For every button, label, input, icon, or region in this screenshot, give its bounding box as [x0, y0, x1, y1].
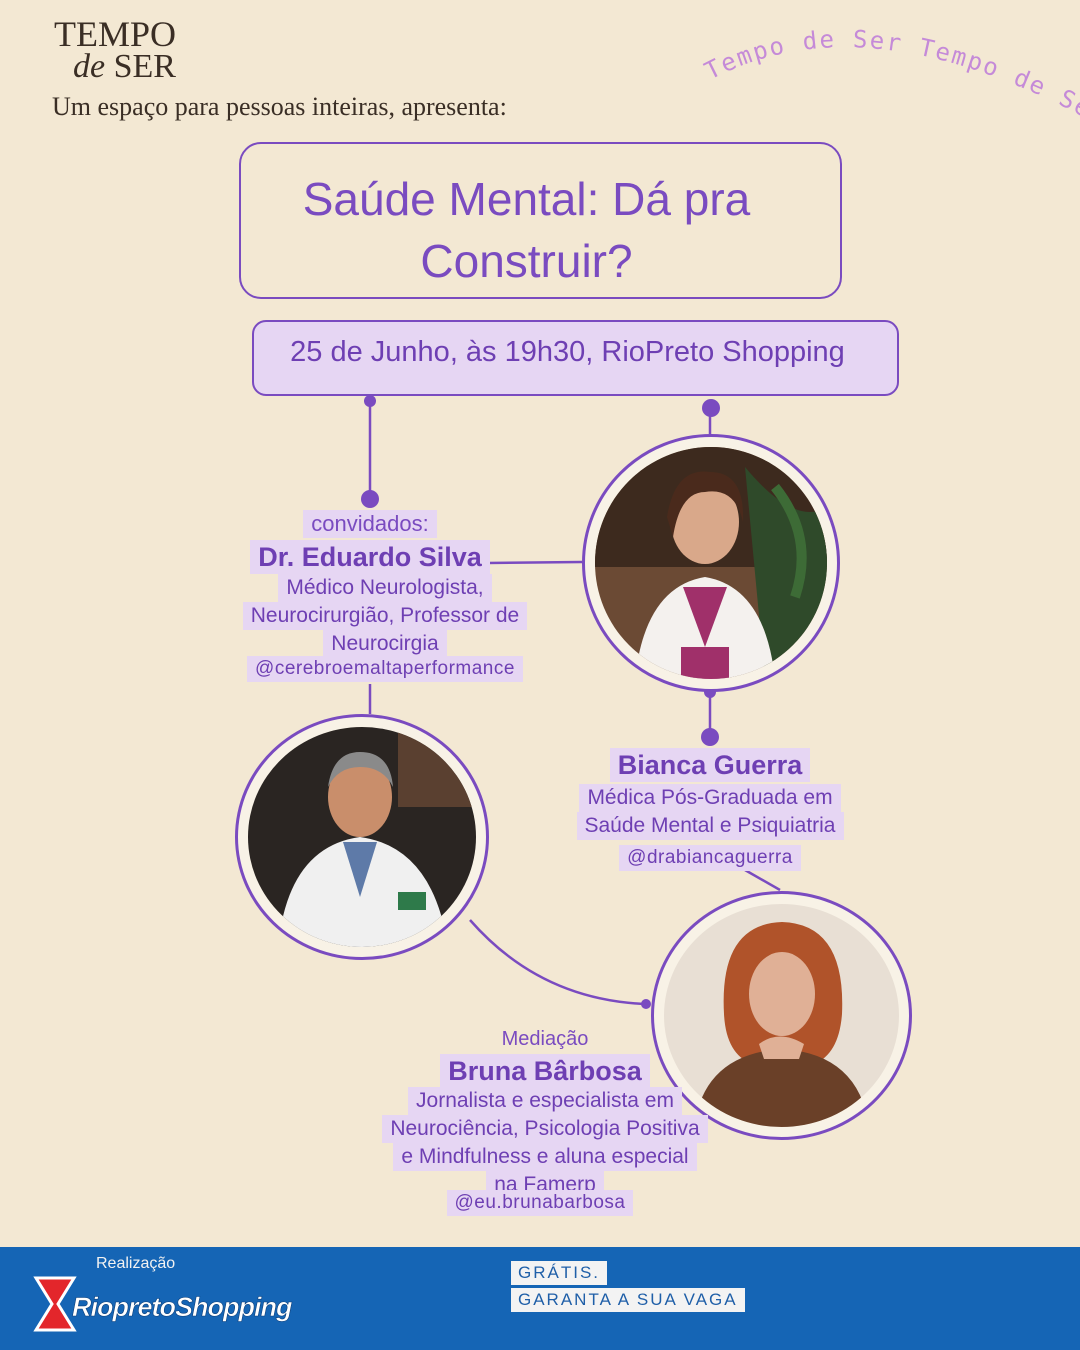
mediation-label-wrap: Mediação	[400, 1026, 690, 1052]
desc-line: e Mindfulness e aluna especial	[393, 1143, 697, 1171]
guest-bianca-name: Bianca Guerra	[609, 748, 811, 782]
guest-bianca-handle[interactable]: @drabiancaguerra	[619, 845, 801, 871]
desc-line: Jornalista e especialista em	[408, 1087, 682, 1115]
connector-dot	[361, 490, 379, 508]
svg-text:RiopretoShopping: RiopretoShopping	[72, 1292, 293, 1322]
mediation-name-wrap: Bruna Bârbosa	[380, 1054, 710, 1088]
connector-dot	[702, 399, 720, 417]
guest-bianca-name-wrap: Bianca Guerra	[540, 748, 880, 782]
guest-eduardo-block: convidados:	[205, 510, 535, 538]
cta-garanta-vaga: GARANTA A SUA VAGA	[511, 1288, 745, 1312]
logo-tempo: TEMPO	[54, 14, 177, 54]
guest-eduardo-name-wrap: Dr. Eduardo Silva	[205, 540, 535, 574]
desc-line: Neurociência, Psicologia Positiva	[382, 1115, 708, 1143]
mediation-name: Bruna Bârbosa	[440, 1054, 650, 1088]
guest-bianca-desc: Médica Pós-Graduada em Saúde Mental e Ps…	[530, 784, 890, 840]
desc-line: Saúde Mental e Psiquiatria	[576, 812, 844, 840]
riopreto-shopping-logo[interactable]: RiopretoShopping	[32, 1274, 322, 1334]
mediation-desc: Jornalista e especialista em Neurociênci…	[345, 1087, 745, 1199]
guest-bianca-handle-wrap: @drabiancaguerra	[540, 845, 880, 871]
desc-line: Médico Neurologista,	[278, 574, 492, 602]
mediation-handle[interactable]: @eu.brunabarbosa	[446, 1190, 634, 1216]
portrait-eduardo-image	[248, 727, 476, 947]
guest-eduardo-desc: Médico Neurologista, Neurocirurgião, Pro…	[215, 574, 555, 658]
mediation-handle-wrap: @eu.brunabarbosa	[390, 1190, 690, 1216]
realizacao-label: Realização	[96, 1255, 176, 1272]
guest-eduardo-name: Dr. Eduardo Silva	[250, 540, 490, 574]
portrait-bianca-image	[595, 447, 827, 679]
cta-gratis: GRÁTIS.	[511, 1261, 608, 1285]
logo-de-ser: de SER	[73, 50, 176, 84]
mediation-label: Mediação	[501, 1028, 589, 1050]
title-box	[239, 142, 842, 299]
logo-de: de	[73, 48, 106, 85]
tagline: Um espaço para pessoas inteiras, apresen…	[52, 92, 507, 121]
connector-dot	[364, 395, 376, 407]
guest-eduardo-handle[interactable]: @cerebroemaltaperformance	[247, 656, 523, 682]
portrait-bruna-image	[664, 904, 899, 1127]
photo-bianca	[582, 434, 840, 692]
event-date-location: 25 de Junho, às 19h30, RioPreto Shopping	[290, 336, 845, 368]
logo-ser: SER	[113, 48, 176, 85]
guest-eduardo-handle-wrap: @cerebroemaltaperformance	[195, 656, 575, 682]
connector-dot	[641, 999, 651, 1009]
connector-dot	[701, 728, 719, 746]
desc-line: Neurocirurgião, Professor de	[242, 602, 528, 630]
photo-bruna	[651, 891, 912, 1140]
photo-eduardo	[235, 714, 489, 960]
date-box	[252, 320, 899, 396]
arc-text-decoration: Tempo de Ser Tempo de Ser	[690, 20, 1080, 124]
desc-line: Médica Pós-Graduada em	[579, 784, 841, 812]
guests-label: convidados:	[303, 510, 437, 538]
desc-line: Neurocirgia	[323, 630, 447, 658]
cta-block[interactable]: GRÁTIS. GARANTA A SUA VAGA	[511, 1261, 745, 1315]
